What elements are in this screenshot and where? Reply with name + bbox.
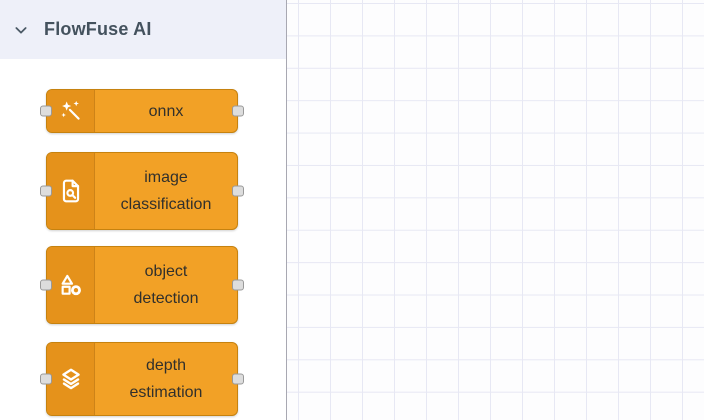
palette-category-title: FlowFuse AI: [44, 19, 152, 39]
node-palette: FlowFuse AI onnx: [0, 0, 287, 420]
file-search-icon: [47, 153, 95, 229]
shapes-icon: [47, 247, 95, 323]
wand-sparkles-icon: [47, 90, 95, 132]
output-port[interactable]: [232, 373, 244, 385]
palette-node-image-classification[interactable]: image classification: [40, 152, 244, 230]
palette-category-header[interactable]: FlowFuse AI: [0, 0, 286, 59]
input-port[interactable]: [40, 373, 52, 385]
node-label: image classification: [120, 169, 212, 213]
output-port[interactable]: [232, 185, 244, 197]
input-port[interactable]: [40, 185, 52, 197]
output-port[interactable]: [232, 105, 244, 117]
input-port[interactable]: [40, 279, 52, 291]
palette-node-object-detection[interactable]: object detection: [40, 246, 244, 324]
node-label: object detection: [133, 263, 199, 307]
input-port[interactable]: [40, 105, 52, 117]
palette-node-depth-estimation[interactable]: depth estimation: [40, 342, 244, 416]
output-port[interactable]: [232, 279, 244, 291]
flow-canvas[interactable]: [287, 0, 704, 420]
chevron-down-icon[interactable]: [13, 22, 29, 38]
node-label: depth estimation: [129, 357, 203, 401]
palette-node-onnx[interactable]: onnx: [40, 89, 244, 133]
node-label: onnx: [148, 102, 184, 120]
layers-icon: [47, 343, 95, 415]
